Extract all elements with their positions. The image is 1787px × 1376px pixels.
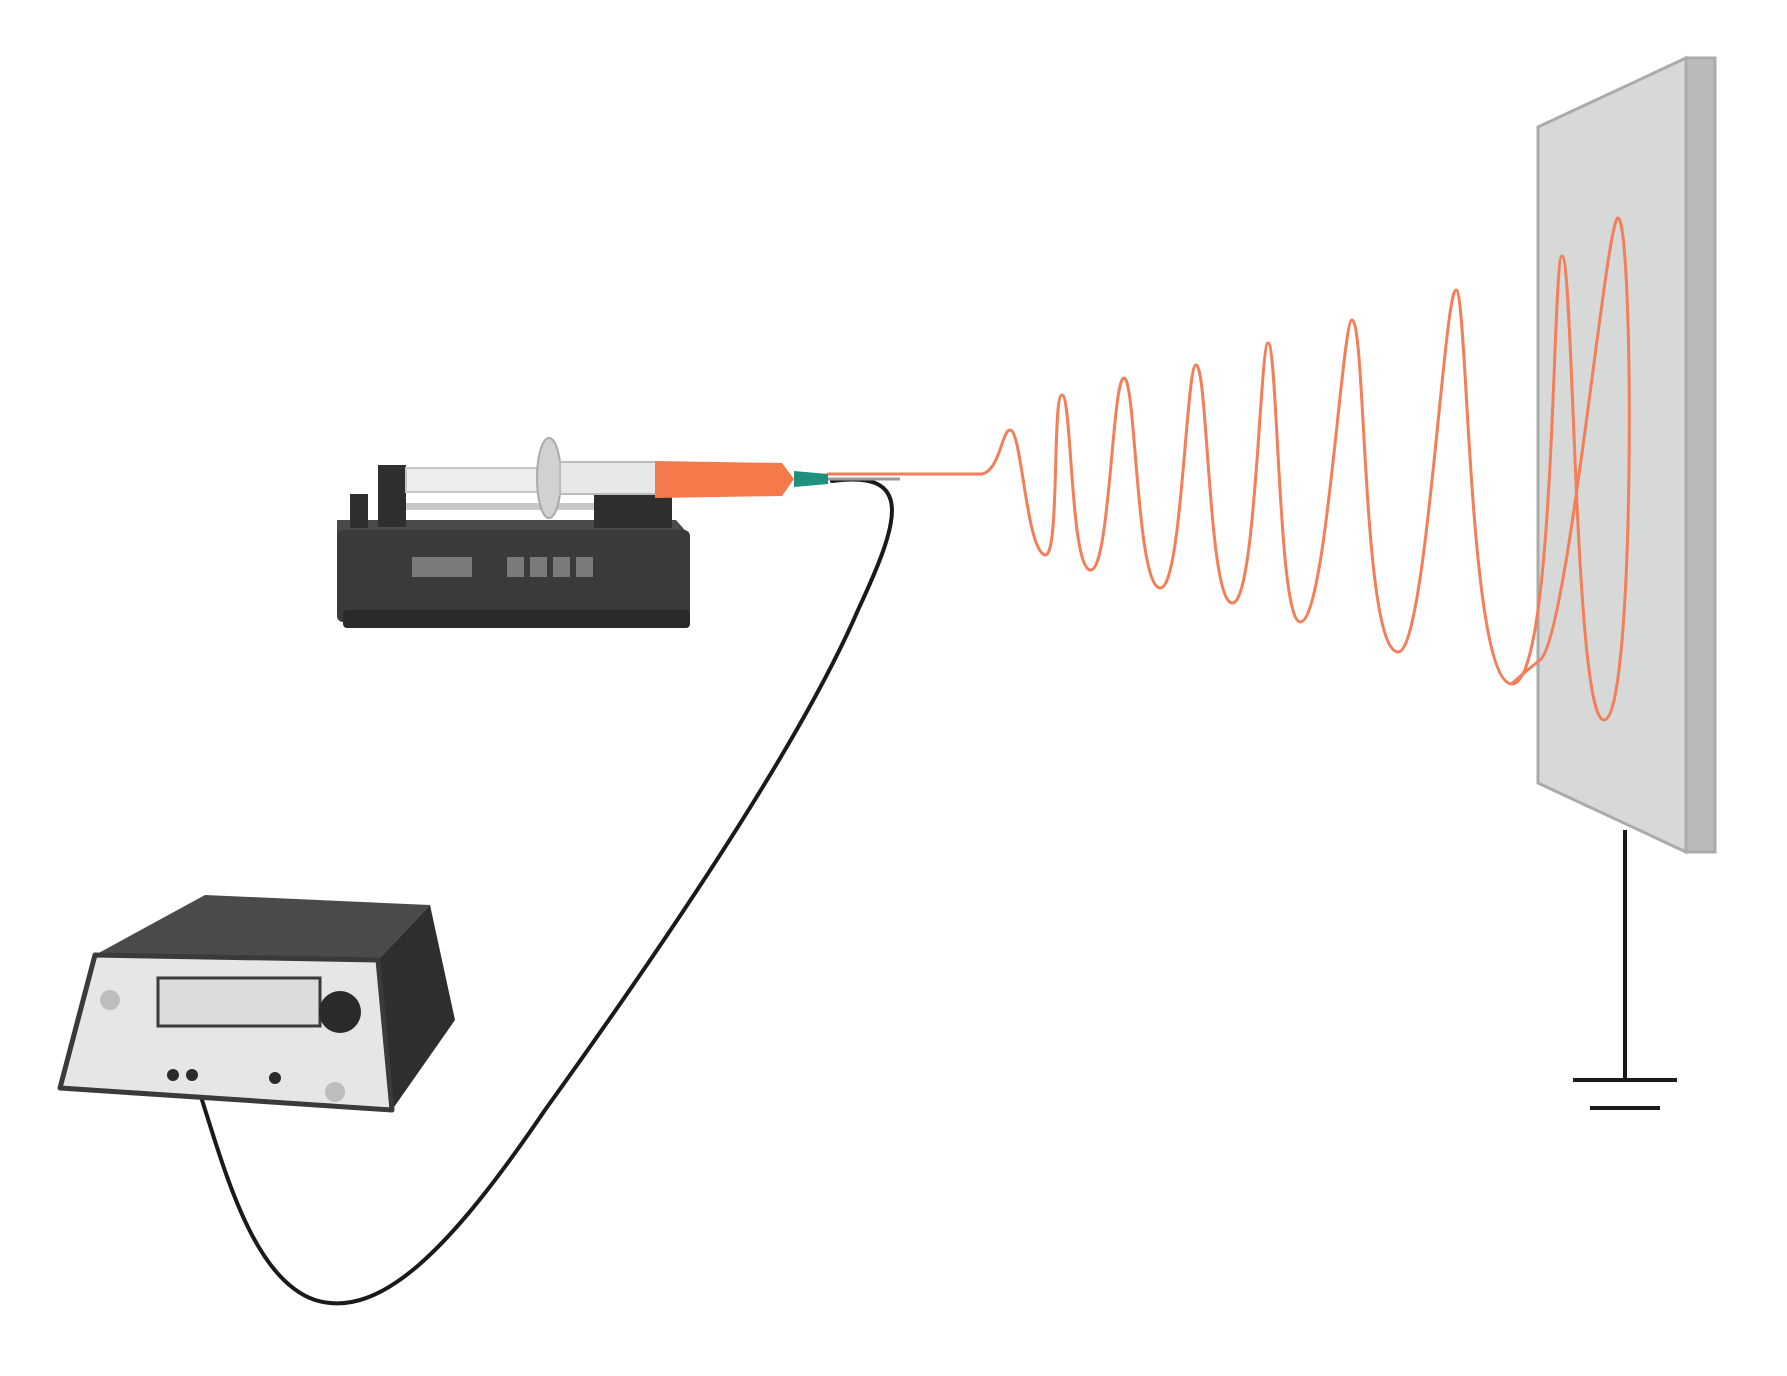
pump-button-1 [507,557,524,577]
collector-plate [1536,55,1717,855]
power-supply-indicator-left [100,990,120,1010]
power-supply-top [95,895,430,960]
power-supply-knob [319,991,361,1033]
whipping-jet [980,216,1631,722]
syringe-plunger-rod [405,467,547,493]
pump-button-4 [576,557,593,577]
power-supply-indicator-right [325,1082,345,1102]
pump-display [412,557,472,577]
needle-hub [794,471,828,487]
power-supply-side [378,905,455,1110]
power-supply-display [156,976,322,1028]
power-supply-icon [57,895,455,1113]
pump-button-3 [553,557,570,577]
ground-symbol-icon [1573,830,1677,1110]
syringe-barrel [559,461,661,495]
pump-button-2 [530,557,547,577]
polymer-jet [826,216,1631,722]
power-supply-terminal-1 [167,1069,179,1081]
syringe-icon [405,437,900,519]
collector-plate-face [1536,55,1688,855]
hv-cable [193,477,894,1306]
power-supply-terminal-3 [269,1072,281,1084]
syringe-finger-flange [536,437,562,519]
pump-body-base [343,610,690,628]
pump-pusher-block [378,465,406,527]
syringe-polymer-solution [655,461,794,498]
power-supply-terminal-2 [186,1069,198,1081]
collector-plate-edge [1684,56,1717,854]
pump-guide-rail [406,503,596,510]
pump-left-post [350,494,368,528]
